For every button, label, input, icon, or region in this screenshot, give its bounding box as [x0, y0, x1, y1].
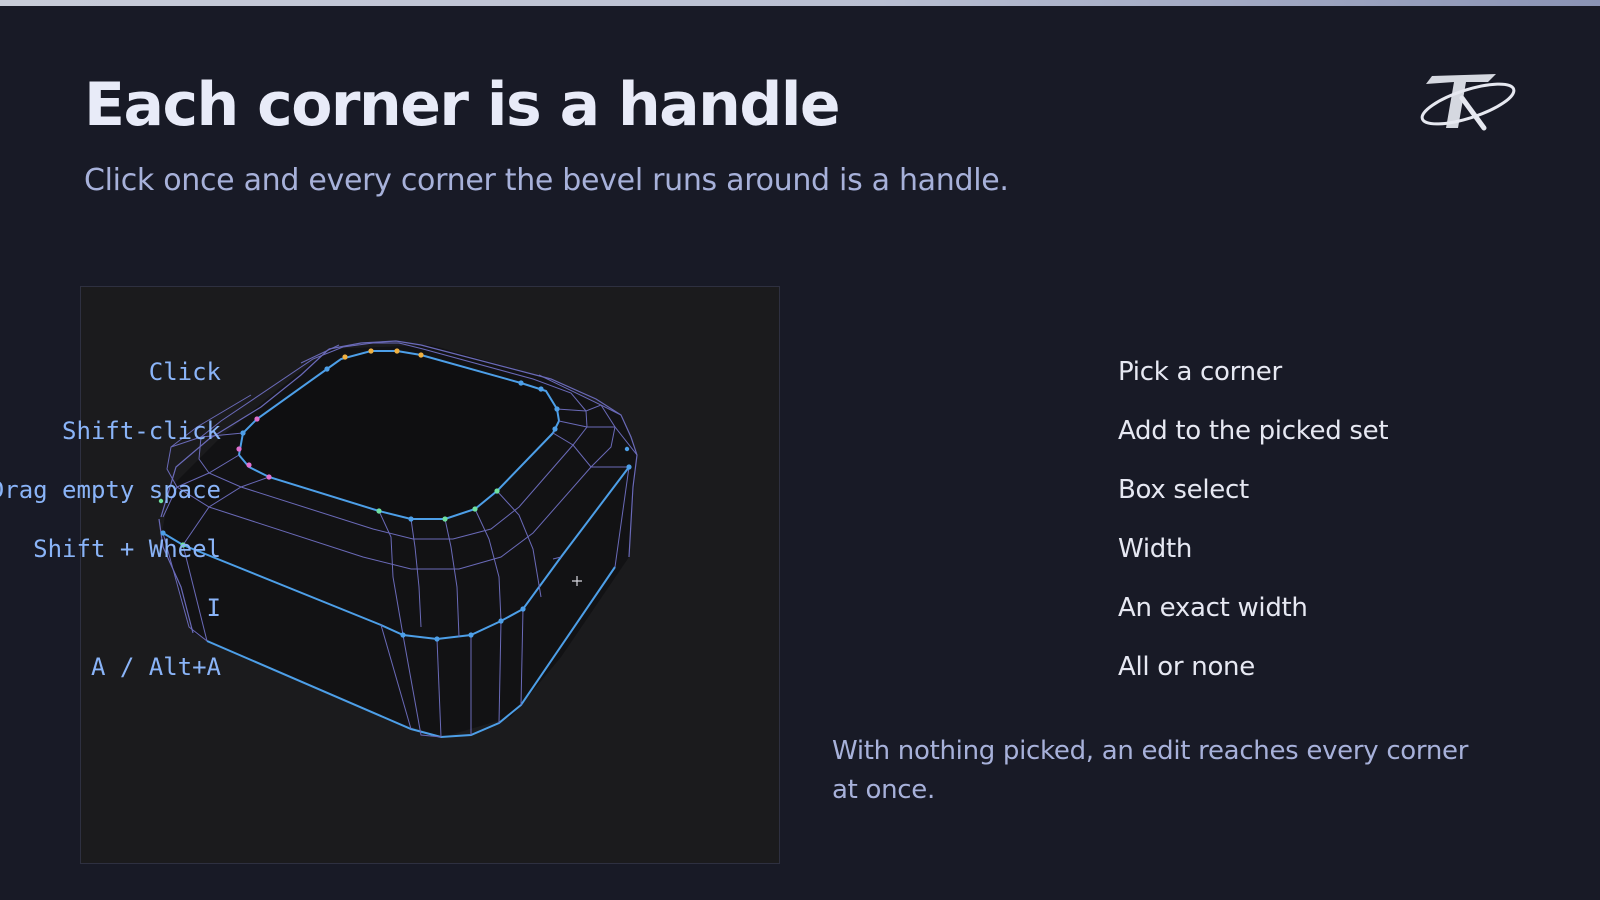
slide-title: Each corner is a handle	[84, 70, 841, 140]
shortcut-action: All or none	[1118, 652, 1255, 682]
shortcut-key: I	[206, 594, 221, 622]
shortcut-action: Width	[1118, 534, 1193, 564]
shortcut-action: Box select	[1118, 475, 1249, 505]
shortcut-key: Click	[148, 358, 221, 386]
crosshair-cursor-icon	[572, 576, 582, 586]
slide-subtitle: Click once and every corner the bevel ru…	[84, 163, 1009, 198]
shortcut-action: Pick a corner	[1118, 357, 1282, 387]
beveled-box-wireframe-icon	[158, 340, 638, 739]
shortcut-key: Shift + Wheel	[33, 535, 221, 563]
top-accent-bar	[0, 0, 1600, 6]
logo-icon	[1420, 74, 1516, 131]
shortcut-key: Drag empty space	[0, 476, 221, 504]
3d-viewport[interactable]	[80, 286, 780, 864]
shortcut-key: Shift-click	[62, 417, 221, 445]
shortcut-key: A / Alt+A	[90, 653, 221, 681]
shortcut-action: An exact width	[1118, 593, 1308, 623]
shortcut-action: Add to the picked set	[1118, 416, 1389, 446]
slide-note: With nothing picked, an edit reaches eve…	[832, 736, 1469, 805]
